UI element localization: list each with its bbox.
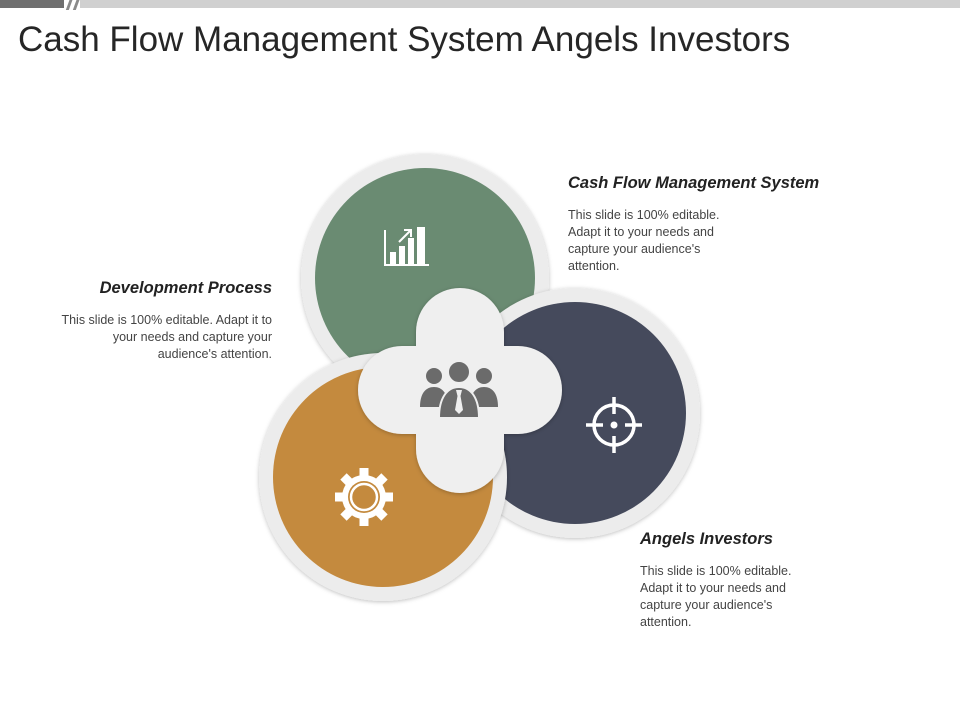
angels-investors-heading: Angels Investors [640,530,773,548]
top-bar-light-segment [80,0,960,8]
bar-chart-growth-icon [384,227,429,266]
business-team-icon [420,360,498,419]
development-process-body: This slide is 100% editable. Adapt it to… [61,313,272,361]
gear-icon [335,468,393,526]
top-decor-bar [0,0,960,10]
slide-title: Cash Flow Management System Angels Inves… [18,20,791,59]
development-process-block: Development Process This slide is 100% e… [60,279,272,363]
development-process-heading: Development Process [99,279,272,297]
top-bar-dark-segment [0,0,64,8]
angels-investors-block: Angels Investors This slide is 100% edit… [640,530,860,631]
target-crosshair-icon [586,397,642,453]
cash-flow-block: Cash Flow Management System This slide i… [568,174,868,275]
cash-flow-heading: Cash Flow Management System [568,174,820,192]
angels-investors-body: This slide is 100% editable. Adapt it to… [640,564,792,629]
cash-flow-body: This slide is 100% editable. Adapt it to… [568,208,720,273]
